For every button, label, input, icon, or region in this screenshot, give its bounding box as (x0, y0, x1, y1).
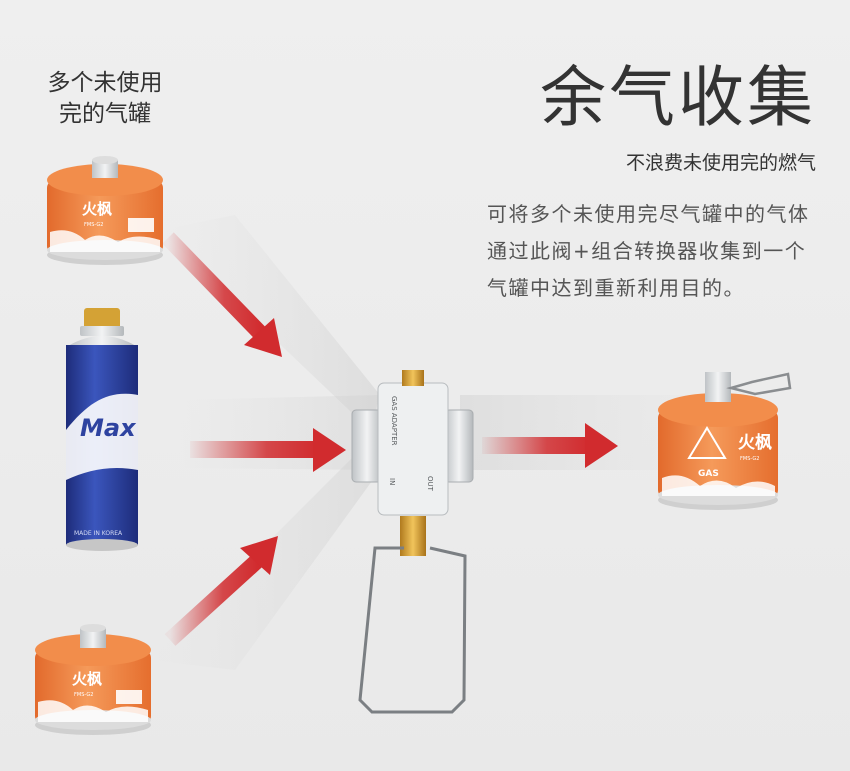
arrow-middle (190, 428, 346, 472)
canister-butane (66, 308, 138, 551)
arrow-bottom (164, 536, 278, 646)
canister-left-bottom-model: FMS-G2 (74, 692, 93, 698)
canister-left-bottom-brand: 火枫 (72, 670, 102, 688)
left-canisters-label: 多个未使用 完的气罐 (30, 68, 180, 130)
beam-right (460, 395, 690, 470)
beam-middle (180, 395, 380, 470)
page-title: 余气收集 (540, 59, 816, 136)
canister-right-brand: 火枫 (738, 432, 772, 453)
adapter-out-label: OUT (426, 476, 434, 492)
canister-right-gas: GAS (698, 469, 719, 479)
gas-adapter (351, 370, 474, 714)
arrow-right (482, 423, 618, 468)
canister-left-top-brand: 火枫 (82, 200, 112, 218)
page-subtitle: 不浪费未使用完的燃气 (625, 152, 816, 174)
butane-origin: MADE IN KOREA (74, 530, 123, 537)
canister-right-model: FMS-G2 (740, 456, 759, 462)
arrow-top (162, 232, 282, 357)
butane-brand: Max (80, 414, 137, 442)
description-text: 可将多个未使用完尽气罐中的气体通过此阀+组合转换器收集到一个气罐中达到重新利用目… (487, 202, 810, 300)
canister-right (658, 372, 792, 510)
left-label-line-2: 完的气罐 (59, 101, 151, 127)
adapter-in-label: IN (388, 478, 396, 485)
canister-left-top-model: FMS-G2 (84, 222, 103, 228)
left-label-line-1: 多个未使用 (47, 70, 163, 96)
adapter-text: GAS ADAPTER (390, 396, 398, 446)
canister-left-bottom (35, 624, 151, 735)
canister-left-top (47, 156, 163, 265)
